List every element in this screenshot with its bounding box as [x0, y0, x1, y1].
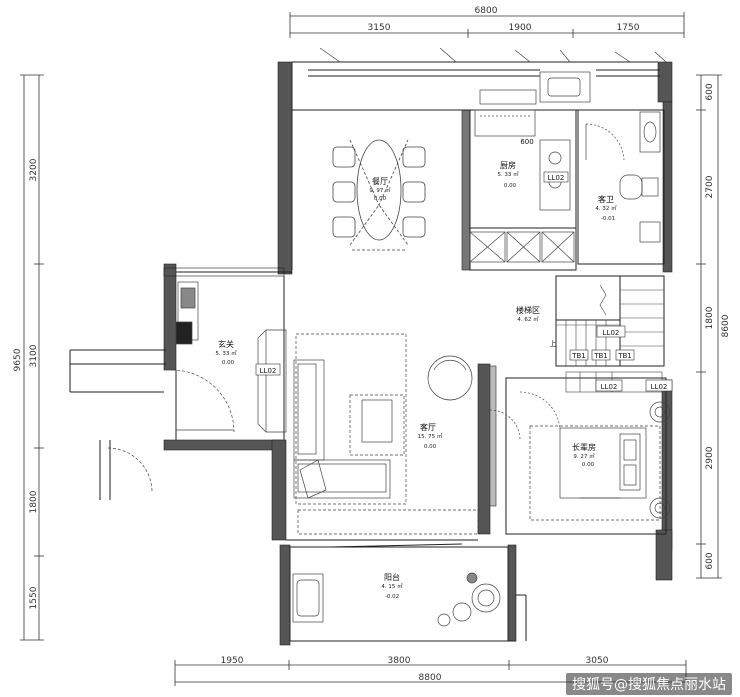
- room-level-entrance: 0.00: [222, 360, 235, 366]
- dim-top-3: 1750: [617, 23, 640, 33]
- room-name-guest-bath: 客卫: [598, 194, 614, 204]
- watermark-text: 搜狐号@搜狐焦点丽水站: [566, 673, 732, 695]
- room-area-living: 15. 75 ㎡: [418, 432, 443, 440]
- balcony-fixtures: [292, 572, 501, 627]
- room-level-dining: 0.00: [374, 196, 387, 202]
- tag-up: 上: [550, 339, 557, 348]
- tag-ll02-stairs: LL02: [603, 329, 620, 337]
- room-area-dining: 9. 97 ㎡: [369, 186, 391, 194]
- walls: [163, 61, 673, 646]
- dim-bottom-2: 3800: [388, 656, 411, 666]
- room-name-kitchen: 厨房: [500, 160, 516, 170]
- tag-tb1-b: TB1: [593, 352, 608, 360]
- dim-left-2: 3100: [29, 344, 39, 367]
- dim-bottom-total: 8800: [419, 673, 442, 683]
- dim-left-3: 1800: [29, 490, 39, 513]
- room-area-balcony: 4. 15 ㎡: [381, 582, 403, 590]
- dim-right-5: 600: [705, 552, 715, 569]
- room-stairs: 楼梯区 4. 62 ㎡: [516, 305, 540, 323]
- room-name-stairs: 楼梯区: [516, 305, 540, 315]
- dim-bottom-3: 3050: [586, 656, 609, 666]
- room-kitchen: 厨房 5. 33 ㎡ 0.00: [497, 160, 519, 189]
- room-level-guest-bath: -0.01: [601, 216, 615, 222]
- room-area-stairs: 4. 62 ㎡: [517, 315, 539, 323]
- room-guest-bath: 客卫 4. 32 ㎡ -0.01: [595, 194, 617, 222]
- room-name-elder: 长辈房: [572, 442, 596, 452]
- tag-ll02-bed-b: LL02: [651, 383, 668, 391]
- dim-right-total: 8600: [721, 314, 731, 337]
- room-level-elder: 0.00: [582, 462, 595, 468]
- room-name-balcony: 阳台: [384, 572, 400, 582]
- room-name-entrance: 玄关: [218, 339, 234, 349]
- room-living: 客厅 15. 75 ㎡ 0.00: [418, 422, 443, 450]
- dim-right-2: 2700: [705, 175, 715, 198]
- room-name-living: 客厅: [420, 422, 436, 432]
- tag-ll02-entrance: LL02: [260, 367, 277, 375]
- dim-right-3: 1800: [705, 306, 715, 329]
- room-area-guest-bath: 4. 32 ㎡: [595, 204, 617, 212]
- room-balcony: 阳台 4. 15 ㎡ -0.02: [381, 572, 403, 600]
- living-furniture: [293, 333, 521, 535]
- room-name-dining: 餐厅: [372, 177, 388, 186]
- dining-table-set: [332, 139, 426, 251]
- stairs: [556, 284, 664, 393]
- room-area-elder: 9. 27 ㎡: [573, 452, 595, 460]
- dim-left-total: 9650: [13, 348, 23, 371]
- dim-left-1: 3200: [29, 158, 39, 181]
- room-entrance: 玄关 5. 33 ㎡ 0.00: [215, 339, 237, 366]
- windows: [319, 47, 667, 63]
- tag-ll02-kitchen: LL02: [548, 174, 565, 182]
- dim-top-total: 6800: [475, 6, 498, 16]
- material-tags: LL02 LL02 LL02 LL02 LL02 TB1 TB1 TB1 上 6…: [255, 138, 673, 392]
- dim-top-2: 1900: [509, 23, 532, 33]
- dim-top-1: 3150: [368, 23, 391, 33]
- dim-left-4: 1550: [29, 586, 39, 609]
- dim-right-4: 2900: [705, 446, 715, 469]
- kitchen-fixtures: [469, 71, 591, 263]
- room-level-kitchen: 0.00: [504, 183, 517, 189]
- elder-room-furniture: [519, 391, 671, 521]
- bathroom-fixtures: [585, 111, 661, 243]
- tag-tb1-c: TB1: [617, 352, 632, 360]
- room-area-entrance: 5. 33 ㎡: [215, 349, 237, 357]
- wall-outlines: [69, 61, 667, 642]
- room-area-kitchen: 5. 33 ㎡: [497, 170, 519, 178]
- tag-tb1-a: TB1: [571, 352, 586, 360]
- room-elder: 长辈房 9. 27 ㎡ 0.00: [572, 442, 596, 468]
- tag-dim-600: 600: [520, 138, 533, 146]
- dim-right-1: 600: [705, 83, 715, 100]
- dim-bottom-1: 1950: [221, 656, 244, 666]
- entrance-cabinets: [107, 281, 287, 493]
- dimension-lines: [20, 12, 722, 686]
- tag-ll02-bed-a: LL02: [601, 383, 618, 391]
- room-dining: 餐厅 9. 97 ㎡ 0.00: [369, 177, 391, 202]
- room-level-living: 0.00: [424, 444, 437, 450]
- room-level-balcony: -0.02: [385, 594, 399, 600]
